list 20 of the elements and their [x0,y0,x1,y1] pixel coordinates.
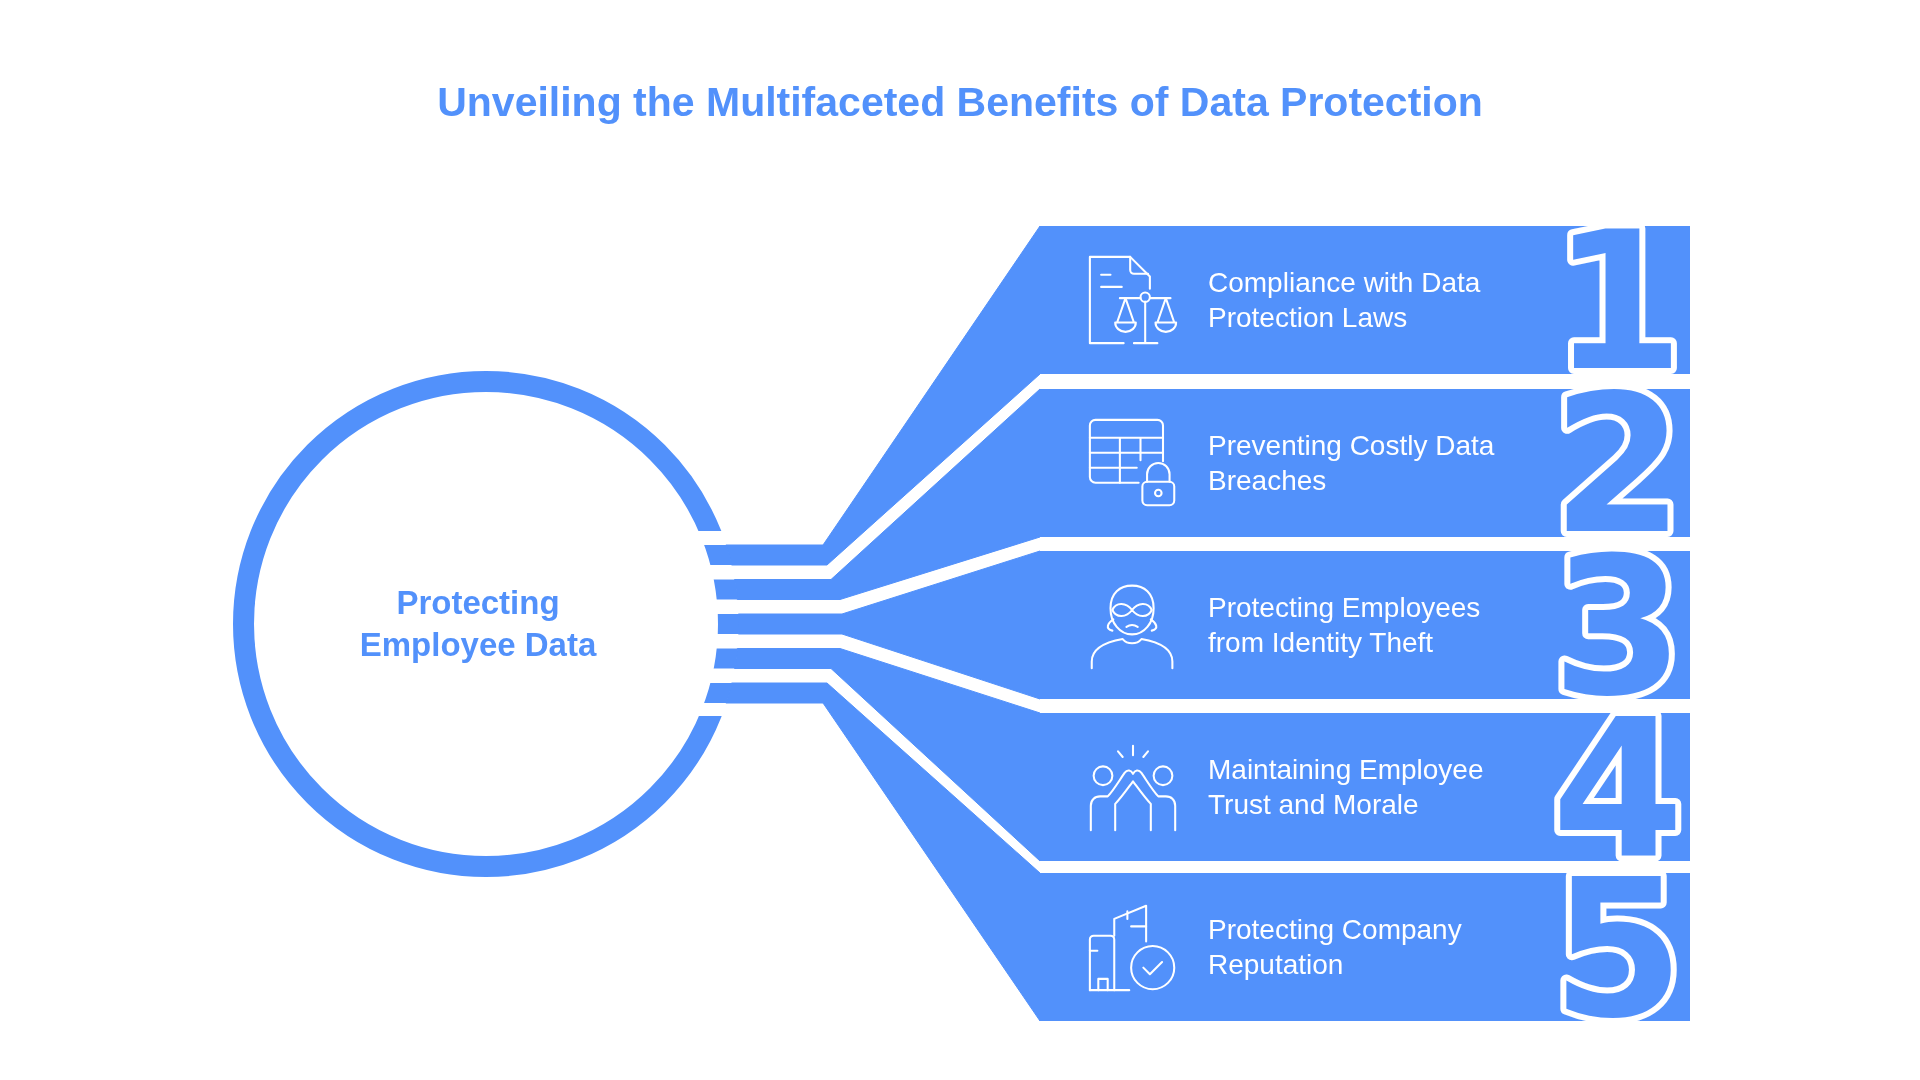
step-number: 1 [1540,226,1690,374]
step-band [1040,713,1690,861]
funnel-connector [737,550,1041,700]
step-label: Preventing Costly Data Breaches [1208,429,1496,498]
step-label: Protecting Employees from Identity Theft [1208,591,1482,660]
step-band [1040,226,1690,374]
step-band [1040,389,1690,537]
step-label: Maintaining Employee Trust and Morale [1208,753,1485,822]
funnel-connector [725,225,1041,566]
funnel-connector [734,648,1041,862]
step-number: 4 [1540,713,1690,861]
step-label: Protecting Company Reputation [1208,913,1463,982]
funnel-connector [734,388,1041,600]
central-circle [233,371,739,877]
step-band [1040,551,1690,699]
circle-label: Protecting Employee Data [358,583,598,665]
diagram-title: Unveiling the Multifaceted Benefits of Data Protection [437,78,1483,127]
step-label: Compliance with Data Protection Laws [1208,266,1482,335]
funnel-connector [725,682,1041,1022]
step-band [1040,873,1690,1021]
